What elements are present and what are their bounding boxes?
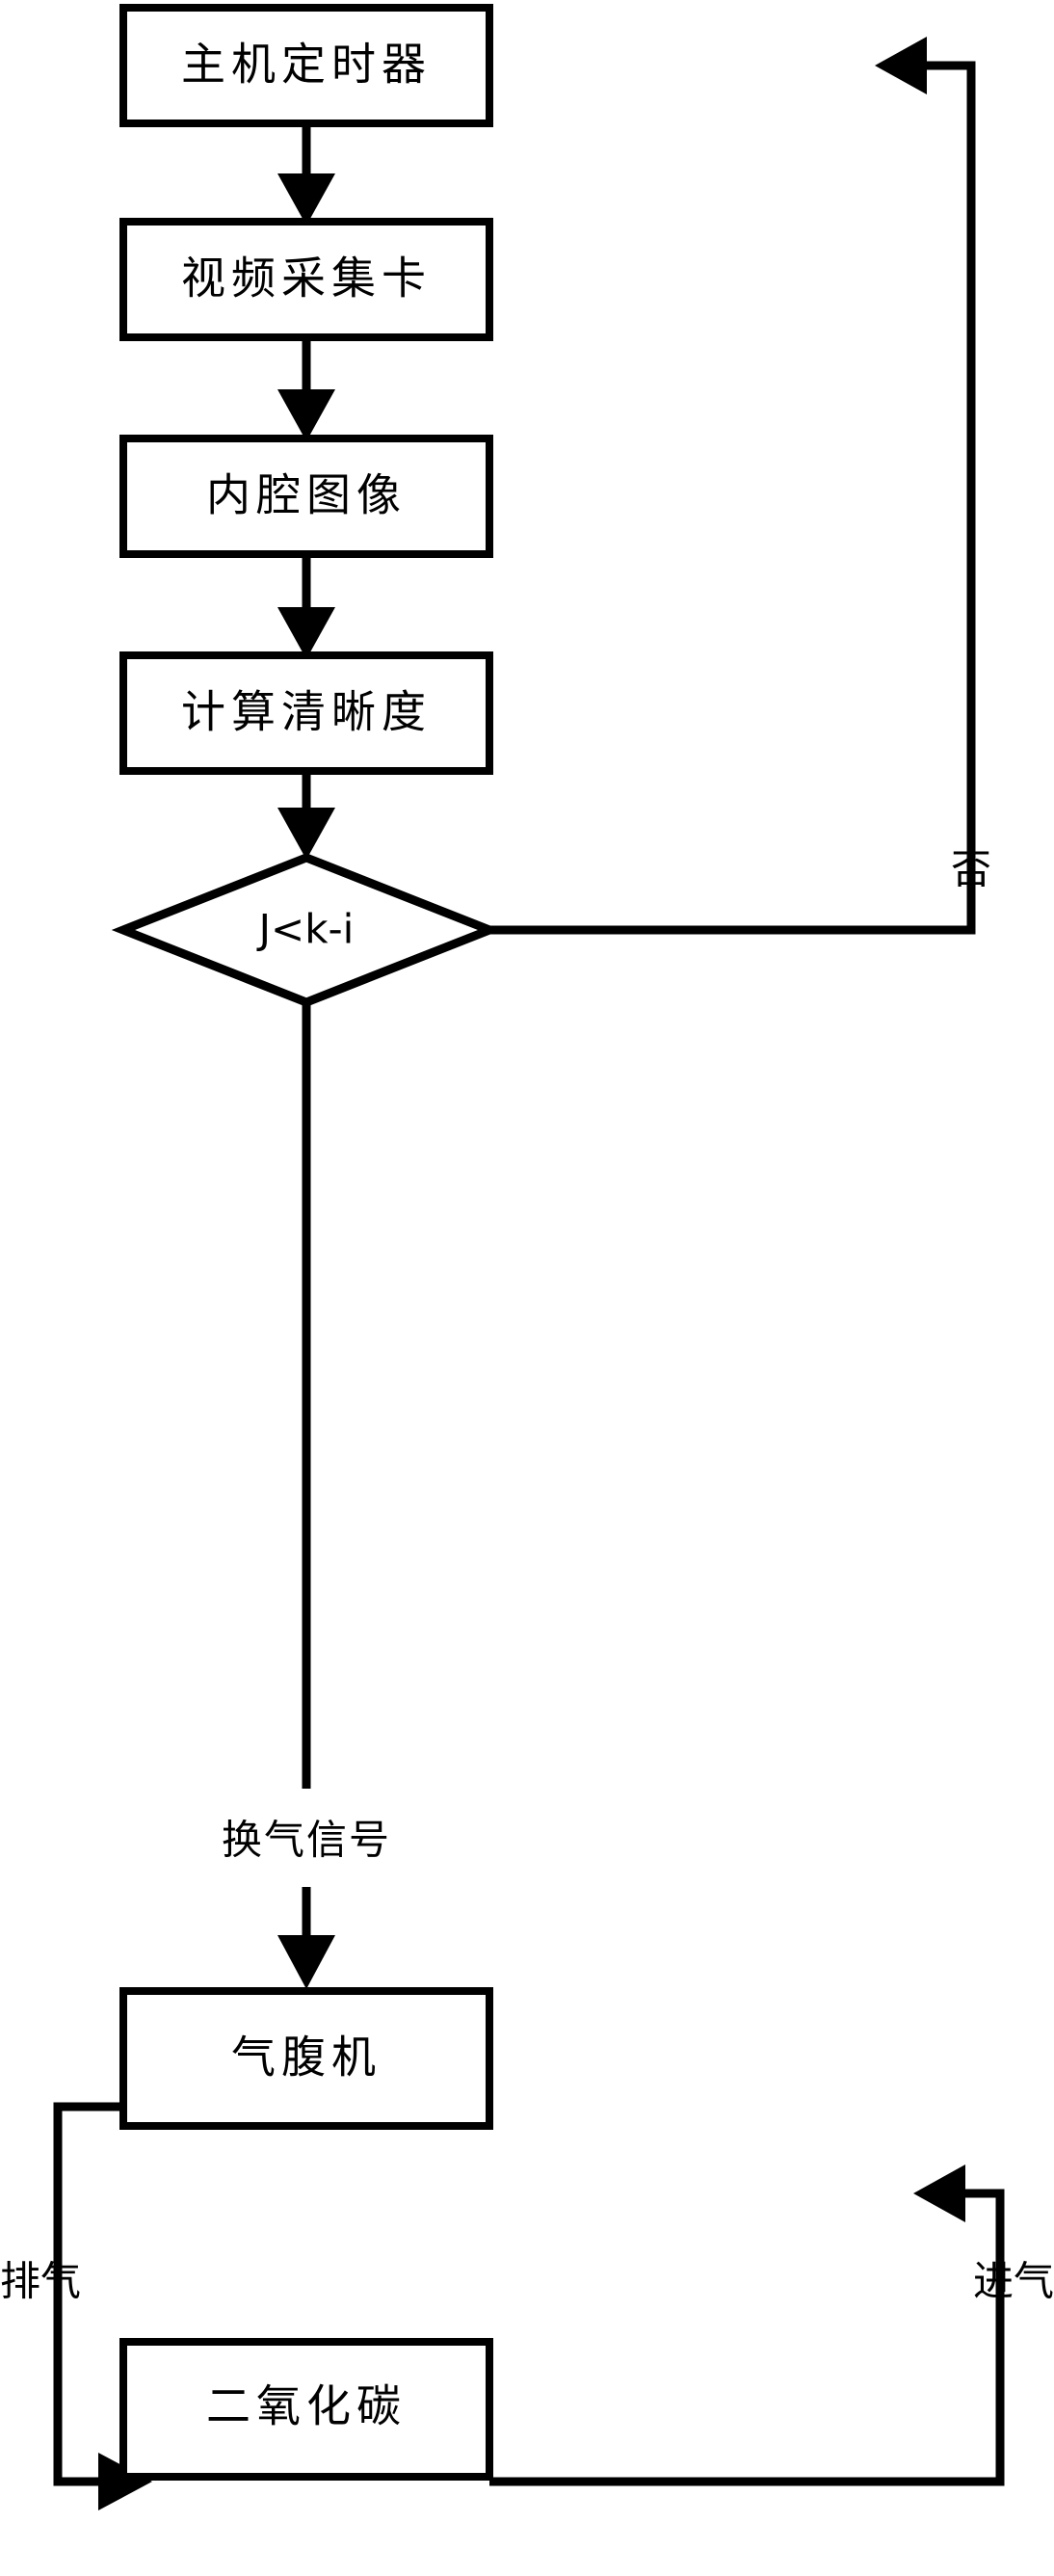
edge-lumen-image-to-calc-clarity xyxy=(277,554,335,659)
node-carbon-dioxide[interactable]: 二氧化碳 xyxy=(119,2338,493,2481)
node-insufflator[interactable]: 气腹机 xyxy=(119,1987,493,2130)
node-lumen-image-label: 内腔图像 xyxy=(206,469,407,521)
edge-decision-no-to-host-timer xyxy=(489,37,976,935)
edge-label-vent-signal: 换气信号 xyxy=(222,1817,391,1864)
edge-decision-to-insufflator xyxy=(277,1002,335,1989)
node-host-timer[interactable]: 主机定时器 xyxy=(119,4,493,127)
edge-calc-clarity-to-decision xyxy=(277,771,335,860)
node-capture-card-label: 视频采集卡 xyxy=(181,252,432,305)
edge-capture-card-to-lumen-image xyxy=(277,337,335,441)
node-insufflator-label: 气腹机 xyxy=(231,2032,382,2084)
edge-insufflator-to-carbon-dioxide-exhaust xyxy=(53,2102,152,2510)
node-carbon-dioxide-label: 二氧化碳 xyxy=(206,2380,407,2432)
node-calc-clarity[interactable]: 计算清晰度 xyxy=(119,651,493,775)
edge-label-exhaust: 排气 xyxy=(0,2258,81,2305)
node-host-timer-label: 主机定时器 xyxy=(181,39,432,91)
node-capture-card[interactable]: 视频采集卡 xyxy=(119,218,493,341)
edge-label-no: 否 xyxy=(951,846,991,893)
node-calc-clarity-label: 计算清晰度 xyxy=(181,686,432,738)
node-lumen-image[interactable]: 内腔图像 xyxy=(119,435,493,558)
edge-label-intake: 进气 xyxy=(973,2258,1054,2305)
edge-host-timer-to-capture-card xyxy=(277,123,335,226)
node-decision[interactable]: J<k-i xyxy=(111,853,502,1007)
node-decision-label: J<k-i xyxy=(256,906,355,953)
edge-carbon-dioxide-to-insufflator-intake xyxy=(489,2164,1005,2486)
